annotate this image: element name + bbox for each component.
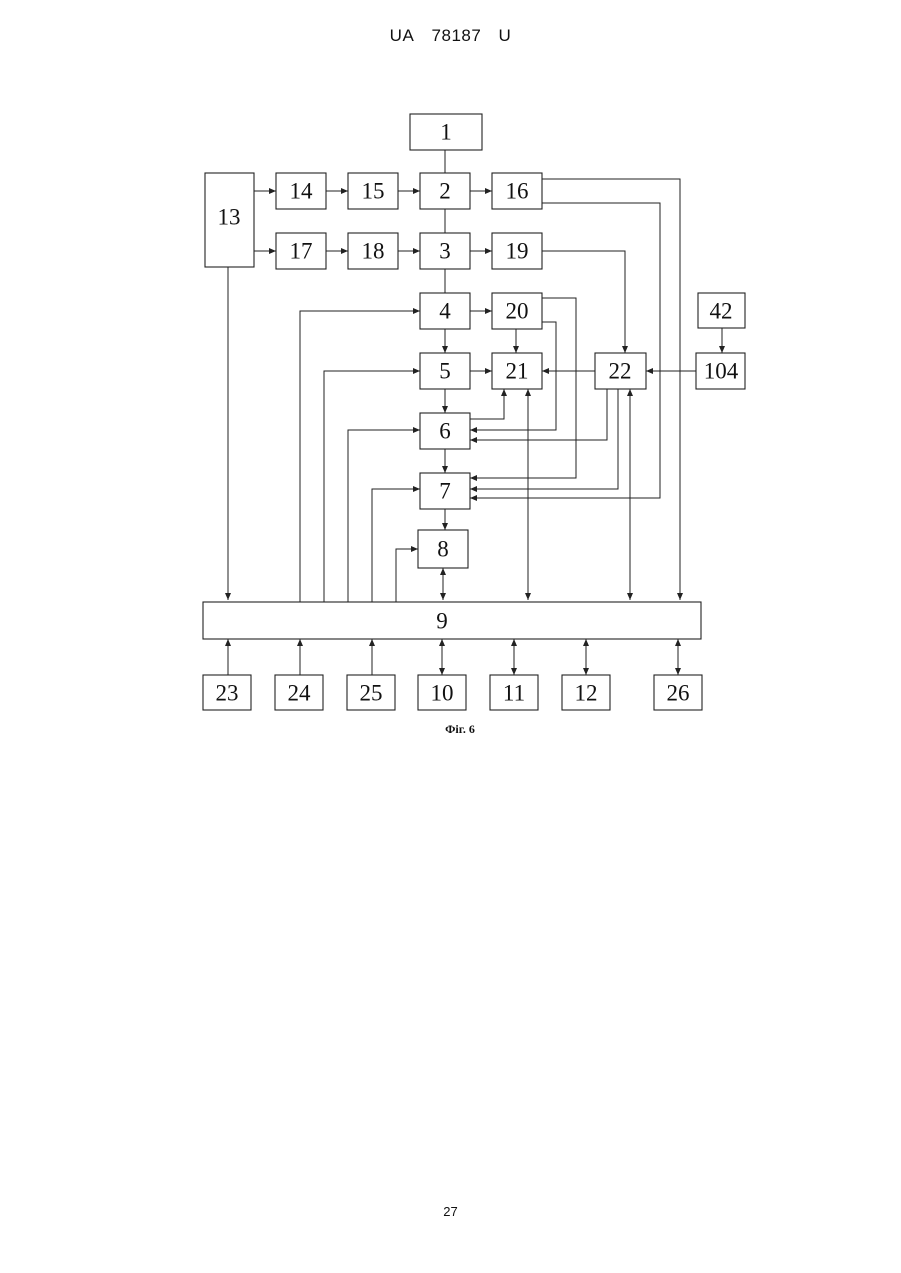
block-4: 4 xyxy=(420,293,470,329)
block-21-label: 21 xyxy=(506,359,529,384)
block-23-label: 23 xyxy=(216,681,239,706)
block-10: 10 xyxy=(418,675,466,710)
block-18-label: 18 xyxy=(362,239,385,264)
block-5-label: 5 xyxy=(439,359,451,384)
block-12-label: 12 xyxy=(575,681,598,706)
block-14-label: 14 xyxy=(290,179,314,204)
block-42-label: 42 xyxy=(710,299,733,324)
block-2-label: 2 xyxy=(439,179,451,204)
block-11: 11 xyxy=(490,675,538,710)
block-15: 15 xyxy=(348,173,398,209)
block-22: 22 xyxy=(595,353,646,389)
block-7: 7 xyxy=(420,473,470,509)
block-13-label: 13 xyxy=(218,205,241,230)
block-9-label: 9 xyxy=(436,609,448,634)
block-7-label: 7 xyxy=(439,479,451,504)
block-16: 16 xyxy=(492,173,542,209)
block-5: 5 xyxy=(420,353,470,389)
block-1: 1 xyxy=(410,114,482,150)
block-20: 20 xyxy=(492,293,542,329)
block-104: 104 xyxy=(696,353,745,389)
block-22-label: 22 xyxy=(609,359,632,384)
block-13: 13 xyxy=(205,173,254,267)
block-25: 25 xyxy=(347,675,395,710)
block-18: 18 xyxy=(348,233,398,269)
connection-lines xyxy=(228,150,722,675)
block-24: 24 xyxy=(275,675,323,710)
block-15-label: 15 xyxy=(362,179,385,204)
page-number: 27 xyxy=(0,1204,901,1219)
block-19: 19 xyxy=(492,233,542,269)
block-23: 23 xyxy=(203,675,251,710)
block-4-label: 4 xyxy=(439,299,451,324)
block-10-label: 10 xyxy=(431,681,454,706)
block-2: 2 xyxy=(420,173,470,209)
block-11-label: 11 xyxy=(503,681,525,706)
block-19-label: 19 xyxy=(506,239,529,264)
block-3: 3 xyxy=(420,233,470,269)
block-20-label: 20 xyxy=(506,299,529,324)
block-17-label: 17 xyxy=(290,239,313,264)
block-24-label: 24 xyxy=(288,681,312,706)
block-6: 6 xyxy=(420,413,470,449)
block-3-label: 3 xyxy=(439,239,451,264)
block-12: 12 xyxy=(562,675,610,710)
block-9: 9 xyxy=(203,602,701,639)
block-6-label: 6 xyxy=(439,419,451,444)
block-26: 26 xyxy=(654,675,702,710)
block-104-label: 104 xyxy=(704,359,739,384)
figure-caption: Фіг. 6 xyxy=(445,722,475,736)
block-14: 14 xyxy=(276,173,326,209)
block-25-label: 25 xyxy=(360,681,383,706)
block-1-label: 1 xyxy=(440,120,452,145)
block-16-label: 16 xyxy=(506,179,529,204)
block-21: 21 xyxy=(492,353,542,389)
block-42: 42 xyxy=(698,293,745,328)
block-26-label: 26 xyxy=(667,681,690,706)
block-8: 8 xyxy=(418,530,468,568)
block-8-label: 8 xyxy=(437,537,449,562)
block-17: 17 xyxy=(276,233,326,269)
